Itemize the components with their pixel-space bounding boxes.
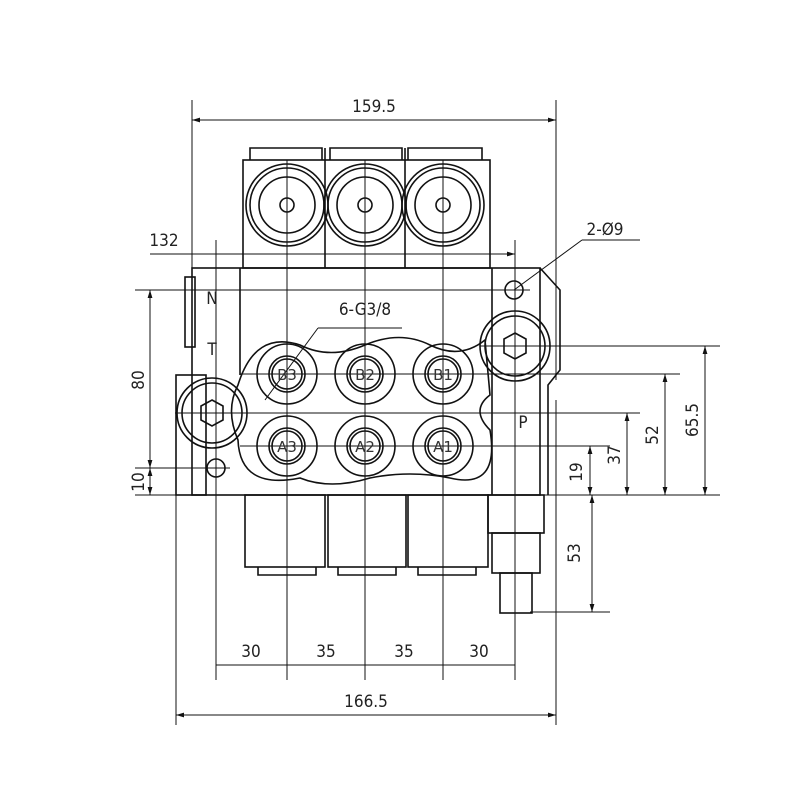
center-lines (135, 100, 720, 725)
dim-19: 19 (567, 462, 587, 481)
dim-53: 53 (565, 543, 585, 562)
port-label-a3: A3 (277, 438, 297, 456)
dim-hole-spec: 2-Ø9 (586, 220, 623, 240)
port-label-b3: B3 (277, 366, 297, 384)
dimension-lines (147, 117, 708, 718)
dim-65-5: 65.5 (683, 403, 703, 437)
top-spool-caps (242, 147, 491, 269)
port-label-b2: B2 (355, 366, 375, 384)
port-label-t: T (206, 340, 217, 360)
port-label-b1: B1 (433, 366, 453, 384)
dim-port-spec: 6-G3/8 (339, 300, 391, 320)
dim-mount-width: 132 (149, 231, 178, 251)
port-label-a1: A1 (433, 438, 453, 456)
dim-overall-bottom: 166.5 (344, 692, 388, 712)
dim-base-offset: 10 (129, 472, 149, 491)
port-label-a2: A2 (355, 438, 375, 456)
dim-bottom-1: 30 (241, 642, 260, 662)
dim-bottom-4: 30 (469, 642, 488, 662)
dim-height-left: 80 (129, 370, 149, 389)
bottom-spools (244, 494, 545, 614)
dim-37: 37 (605, 445, 625, 464)
port-label-p: P (518, 413, 527, 433)
dim-52: 52 (643, 425, 663, 444)
dim-bottom-2: 35 (316, 642, 335, 662)
port-label-n: N (206, 289, 217, 309)
dim-bottom-3: 35 (394, 642, 413, 662)
dim-overall-top: 159.5 (352, 97, 396, 117)
